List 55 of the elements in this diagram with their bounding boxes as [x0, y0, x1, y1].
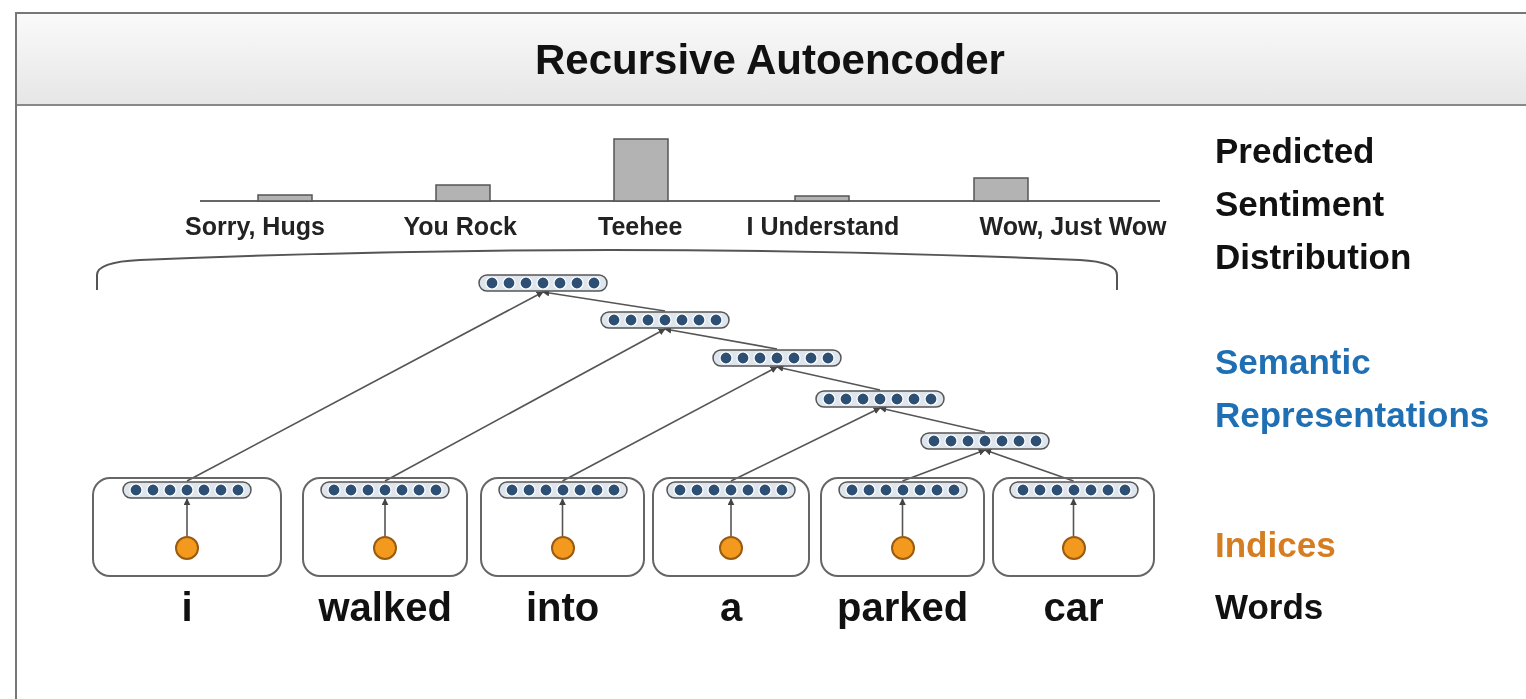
index-circle — [175, 536, 199, 560]
word-label: parked — [837, 585, 969, 630]
arrow — [901, 448, 986, 482]
word-box — [92, 477, 282, 577]
arrow — [183, 498, 191, 537]
vector-node — [815, 390, 945, 408]
arrow — [561, 366, 778, 482]
category-label: I Understand — [746, 212, 900, 241]
arrow — [730, 407, 881, 482]
vector-node — [320, 481, 450, 499]
vector-node — [478, 274, 608, 292]
arrow — [542, 289, 666, 312]
vector-node — [920, 432, 1050, 450]
category-label: Wow, Just Wow — [979, 212, 1167, 241]
index-circle — [719, 536, 743, 560]
arrow — [776, 364, 881, 391]
arrow — [664, 326, 778, 350]
row-label: Words — [1215, 586, 1324, 628]
arrow — [899, 498, 906, 537]
arrow — [727, 498, 735, 537]
word-label: car — [1043, 585, 1104, 630]
arrow — [984, 448, 1075, 482]
arrow — [559, 498, 566, 537]
arrow — [186, 291, 544, 482]
index-circle — [550, 536, 575, 560]
word-box — [820, 477, 985, 577]
category-label: You Rock — [403, 212, 517, 241]
word-box — [480, 477, 645, 577]
index-circle — [890, 536, 915, 560]
arrow — [1070, 498, 1077, 537]
category-label: Teehee — [598, 212, 683, 241]
arrow — [879, 406, 986, 433]
word-box — [992, 477, 1155, 577]
word-label: a — [720, 585, 743, 630]
word-box — [302, 477, 468, 577]
word-box — [652, 477, 810, 577]
word-label: i — [181, 585, 193, 630]
vector-node — [497, 481, 628, 499]
vector-node — [837, 481, 968, 499]
index-circle — [1061, 536, 1086, 560]
word-label: into — [526, 585, 600, 630]
category-label: Sorry, Hugs — [185, 212, 325, 241]
index-circle — [373, 536, 397, 560]
row-label: Predicted Sentiment Distribution — [1215, 130, 1413, 278]
vector-node — [122, 481, 252, 499]
vector-node — [1008, 481, 1139, 499]
vector-node — [712, 349, 842, 367]
vector-node — [600, 311, 730, 329]
word-label: walked — [318, 585, 452, 630]
row-label: Indices — [1215, 524, 1336, 566]
vector-node — [666, 481, 796, 499]
arrow — [384, 328, 666, 482]
arrow — [381, 498, 389, 537]
title: Recursive Autoencoder — [535, 36, 1005, 84]
row-label: Semantic Representations — [1215, 341, 1491, 436]
